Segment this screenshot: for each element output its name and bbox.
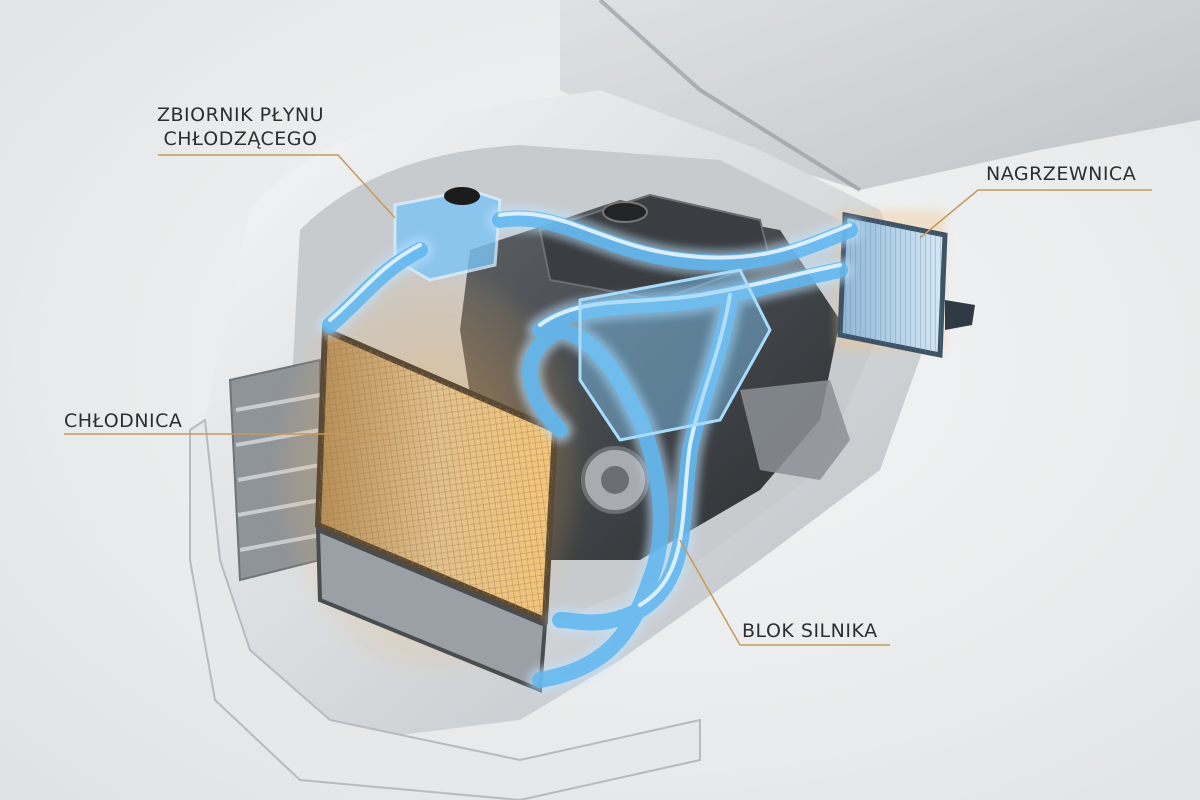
label-coolant-reservoir-line-2: CHŁODZĄCEGO	[163, 128, 318, 150]
coolant-hoses	[317, 205, 863, 693]
reservoir-cap	[444, 187, 480, 205]
engine-coolant-jacket	[578, 268, 772, 442]
leader-line-heater	[919, 189, 1152, 239]
exhaust-manifold	[740, 380, 850, 480]
label-coolant-reservoir-line-1: ZBIORNIK PŁYNU	[157, 104, 324, 126]
oil-cap	[602, 201, 648, 223]
label-coolant-reservoir: ZBIORNIK PŁYNU CHŁODZĄCEGO	[157, 103, 324, 151]
label-radiator: CHŁODNICA	[64, 410, 183, 432]
label-heater-core: NAGRZEWNICA	[986, 163, 1137, 185]
hood-edge	[598, 0, 862, 192]
leader-lines	[64, 154, 1152, 646]
label-engine-block: BLOK SILNIKA	[742, 620, 878, 642]
heater-core	[835, 210, 975, 359]
leader-line-reservoir	[158, 154, 396, 219]
bumper	[189, 418, 701, 800]
radiator	[280, 270, 580, 693]
leader-line-engine	[679, 539, 890, 646]
heater-mount	[945, 300, 975, 330]
